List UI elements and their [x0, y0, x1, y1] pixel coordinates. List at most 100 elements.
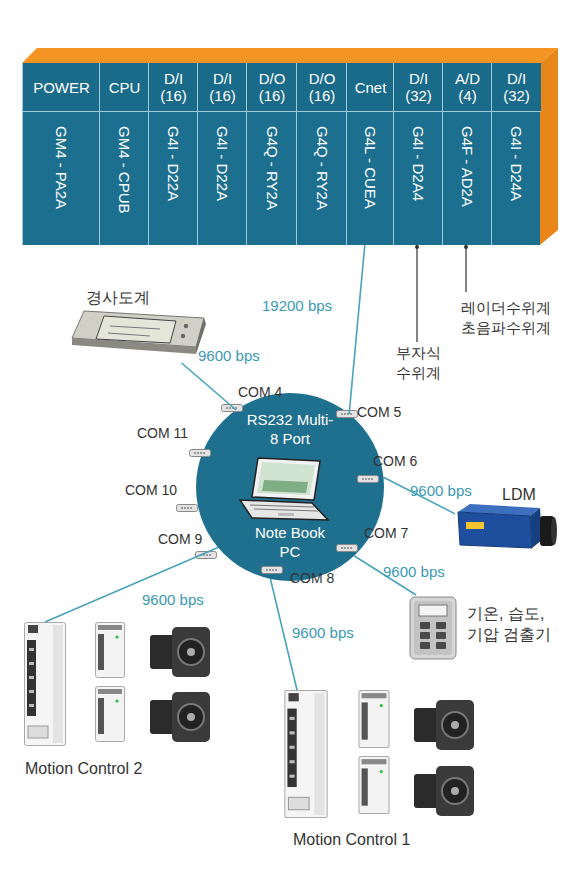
com-port: [337, 411, 358, 418]
servo-driver: [96, 623, 125, 678]
serial-link: [349, 245, 365, 414]
baud-rate-label: 9600 bps: [410, 482, 472, 499]
com-port: [196, 552, 217, 559]
ldm-tag: [466, 522, 484, 529]
com-port: [358, 476, 379, 483]
plc-module: CPUGM4 - CPUB: [99, 63, 148, 245]
rack-front: [22, 63, 540, 245]
sensor-leaders: [415, 245, 468, 342]
detector-key: [436, 632, 446, 639]
inclinometer-button: [184, 324, 188, 328]
motion-control-node: Motion Control 2: [22, 622, 217, 778]
rack-side-face: [540, 48, 558, 245]
baud-rate-label: 9600 bps: [198, 347, 260, 364]
port-label: COM 7: [364, 525, 408, 541]
port-label: COM 10: [125, 482, 177, 498]
device-name: Motion Control 2: [25, 758, 215, 779]
plc-module: D/I (16)G4I - D22A: [148, 63, 197, 245]
servo-driver: [25, 623, 66, 746]
plc-module: D/I (16)G4I - D22A: [197, 63, 246, 245]
com-port: [222, 405, 243, 412]
servo-motor: [150, 692, 210, 742]
device-name: 경사도계: [86, 287, 196, 308]
baud-rate-label: 19200 bps: [262, 297, 332, 314]
hub-circle: RS232 Multi-8 PortNote Book PC: [196, 393, 384, 581]
com-port: [337, 545, 358, 552]
port-label: COM 4: [238, 384, 282, 400]
module-part-number: G4L - CUEA: [346, 112, 395, 245]
plc-module: D/O (16)G4Q - RY2A: [296, 63, 346, 245]
device-name: Motion Control 1: [293, 829, 471, 850]
detector-key: [436, 622, 446, 629]
servo-motor: [414, 700, 474, 750]
servo-motor: [414, 766, 474, 816]
serial-link: [45, 547, 218, 622]
keyboard-row: [254, 509, 318, 511]
leader-line: [416, 245, 417, 342]
ldm-lens: [540, 516, 554, 546]
module-header: D/I (32): [492, 63, 541, 112]
screen-line: [108, 333, 150, 336]
laptop-base: [240, 500, 328, 520]
weather-detector-illustration: [410, 597, 456, 659]
hub-label: Note Book PC: [246, 523, 334, 561]
detector-node: 기온, 습도, 기압 검출기: [410, 595, 560, 661]
ldm-lens-face: [551, 517, 557, 545]
serial-link: [182, 363, 236, 410]
detector-key: [420, 622, 430, 629]
keyboard-row: [250, 505, 314, 507]
com-port: [190, 450, 211, 457]
baud-rate-label: 9600 bps: [292, 624, 354, 641]
module-part-number: G4I - D24A: [492, 112, 541, 245]
plc-module: POWERGM4 - PA2A: [22, 63, 99, 245]
detector-key: [436, 642, 446, 649]
detector-panel: [414, 601, 452, 655]
module-part-number: G4Q - RY2A: [298, 112, 347, 245]
module-part-number: G4F - AD2A: [443, 112, 492, 245]
servo-driver: [359, 691, 389, 748]
module-header: D/O (16): [297, 63, 347, 112]
port-label: COM 5: [357, 404, 401, 420]
module-header: D/I (16): [149, 63, 198, 112]
port-label: COM 6: [373, 453, 417, 469]
detector-display: [419, 605, 447, 616]
device-name: LDM: [502, 484, 556, 505]
module-header: D/I (16): [198, 63, 247, 112]
port-label: COM 11: [137, 425, 188, 441]
module-part-number: G4I - D22A: [149, 112, 198, 245]
servo-motor: [150, 627, 210, 677]
inclinometer-screen: [96, 316, 176, 343]
module-header: Cnet: [347, 63, 394, 112]
plc-module: A/D (4)G4F - AD2A: [442, 63, 491, 245]
detector-case: [410, 597, 456, 659]
module-header: A/D (4): [443, 63, 492, 112]
plc-module: D/I (32)G4I - D2A4: [393, 63, 442, 245]
sensor-label: 부자식 수위계: [390, 343, 446, 383]
baud-rate-label: 9600 bps: [383, 563, 445, 580]
screen-line: [110, 326, 160, 329]
inclinometer-button: [181, 334, 185, 338]
detector-key: [420, 642, 430, 649]
module-header: POWER: [23, 63, 100, 112]
motion-control-node: Motion Control 1: [282, 690, 472, 848]
com-port: [177, 505, 198, 512]
module-header: CPU: [100, 63, 149, 112]
plc-module: CnetG4L - CUEA: [346, 63, 393, 245]
motion-control-1-illustration: [285, 691, 474, 818]
ldm-side: [530, 508, 542, 548]
leader-dot: [415, 245, 419, 249]
detector-key: [420, 632, 430, 639]
plc-module: D/O (16)G4Q - RY2A: [246, 63, 296, 245]
connector-group: [45, 245, 455, 690]
servo-driver: [285, 691, 327, 818]
module-header: D/O (16): [247, 63, 297, 112]
port-label: COM 9: [158, 531, 202, 547]
laptop-screen-image: [262, 480, 308, 493]
hub-label: RS232 Multi-8 Port: [246, 410, 334, 448]
laptop-lid: [252, 458, 320, 500]
